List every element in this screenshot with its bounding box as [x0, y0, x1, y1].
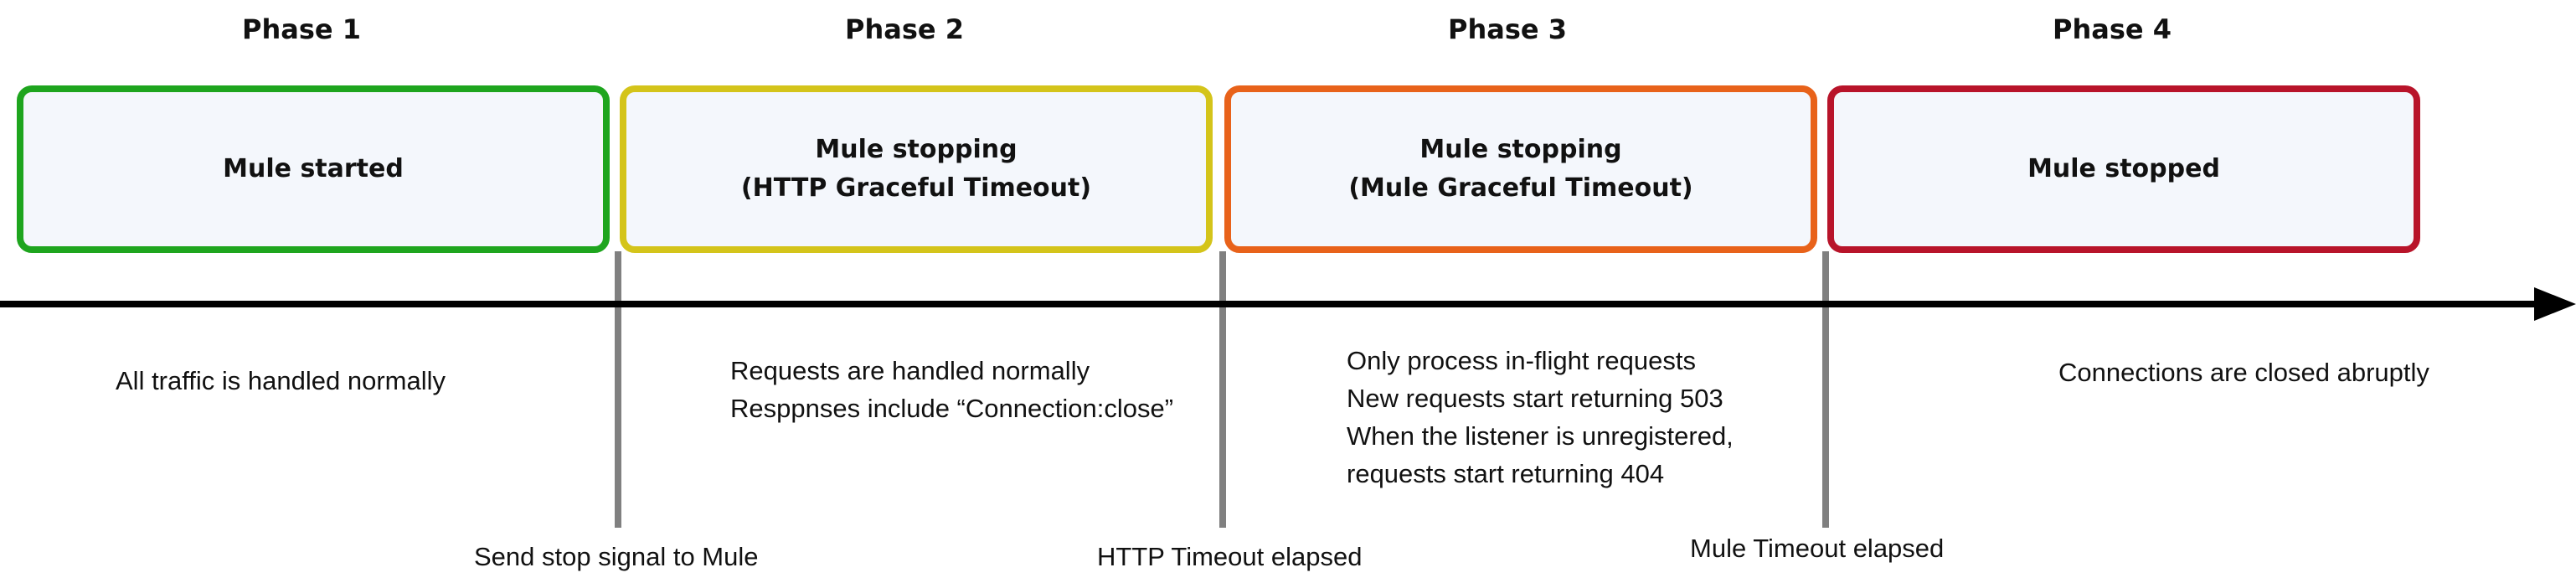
phase-1-box-line-1: Mule started — [223, 154, 404, 183]
phase-3-title: Phase 3 — [1448, 13, 1567, 45]
phase-3-box-line-2: (Mule Graceful Timeout) — [1348, 173, 1693, 203]
phase-3-description-line-2: New requests start returning 503 — [1347, 384, 1723, 413]
phase-4-title: Phase 4 — [2053, 13, 2172, 45]
divider-stop-signal — [615, 251, 621, 528]
phase-2-box-line-2: (HTTP Graceful Timeout) — [740, 173, 1092, 203]
event-stop-signal-label: Send stop signal to Mule — [474, 542, 759, 571]
phase-1-box: Mule started — [17, 85, 610, 253]
phase-2-description-line-1: Requests are handled normally — [730, 356, 1090, 385]
phase-3-box-line-1: Mule stopping — [1419, 135, 1622, 164]
phase-3-description-line-1: Only process in-flight requests — [1347, 346, 1696, 375]
event-mule-timeout-label: Mule Timeout elapsed — [1690, 534, 1945, 563]
phase-4-box-line-1: Mule stopped — [2027, 154, 2220, 183]
phase-2-title: Phase 2 — [845, 13, 964, 45]
phase-3-description: Only process in-flight requests New requ… — [1347, 342, 1734, 493]
event-http-timeout-label: HTTP Timeout elapsed — [1097, 542, 1363, 571]
phase-3-box: Mule stopping (Mule Graceful Timeout) — [1224, 85, 1817, 253]
phase-2-description: Requests are handled normally Resppnses … — [730, 352, 1173, 427]
phase-4-description: Connections are closed abruptly — [2058, 353, 2429, 391]
divider-mule-timeout — [1822, 251, 1829, 528]
phase-1-description-line-1: All traffic is handled normally — [116, 366, 446, 395]
timeline-axis — [0, 301, 2546, 307]
phase-4-box: Mule stopped — [1827, 85, 2420, 253]
phase-4-description-line-1: Connections are closed abruptly — [2058, 358, 2429, 387]
phase-1-title: Phase 1 — [242, 13, 361, 45]
timeline-arrowhead — [2534, 287, 2576, 321]
divider-http-timeout — [1219, 251, 1226, 528]
phase-3-description-line-3: When the listener is unregistered, — [1347, 421, 1734, 451]
phase-2-box-line-1: Mule stopping — [815, 135, 1018, 164]
phase-2-description-line-2: Resppnses include “Connection:close” — [730, 394, 1174, 423]
phase-1-description: All traffic is handled normally — [116, 362, 446, 400]
phase-3-description-line-4: requests start returning 404 — [1347, 459, 1665, 488]
phase-2-box: Mule stopping (HTTP Graceful Timeout) — [620, 85, 1213, 253]
